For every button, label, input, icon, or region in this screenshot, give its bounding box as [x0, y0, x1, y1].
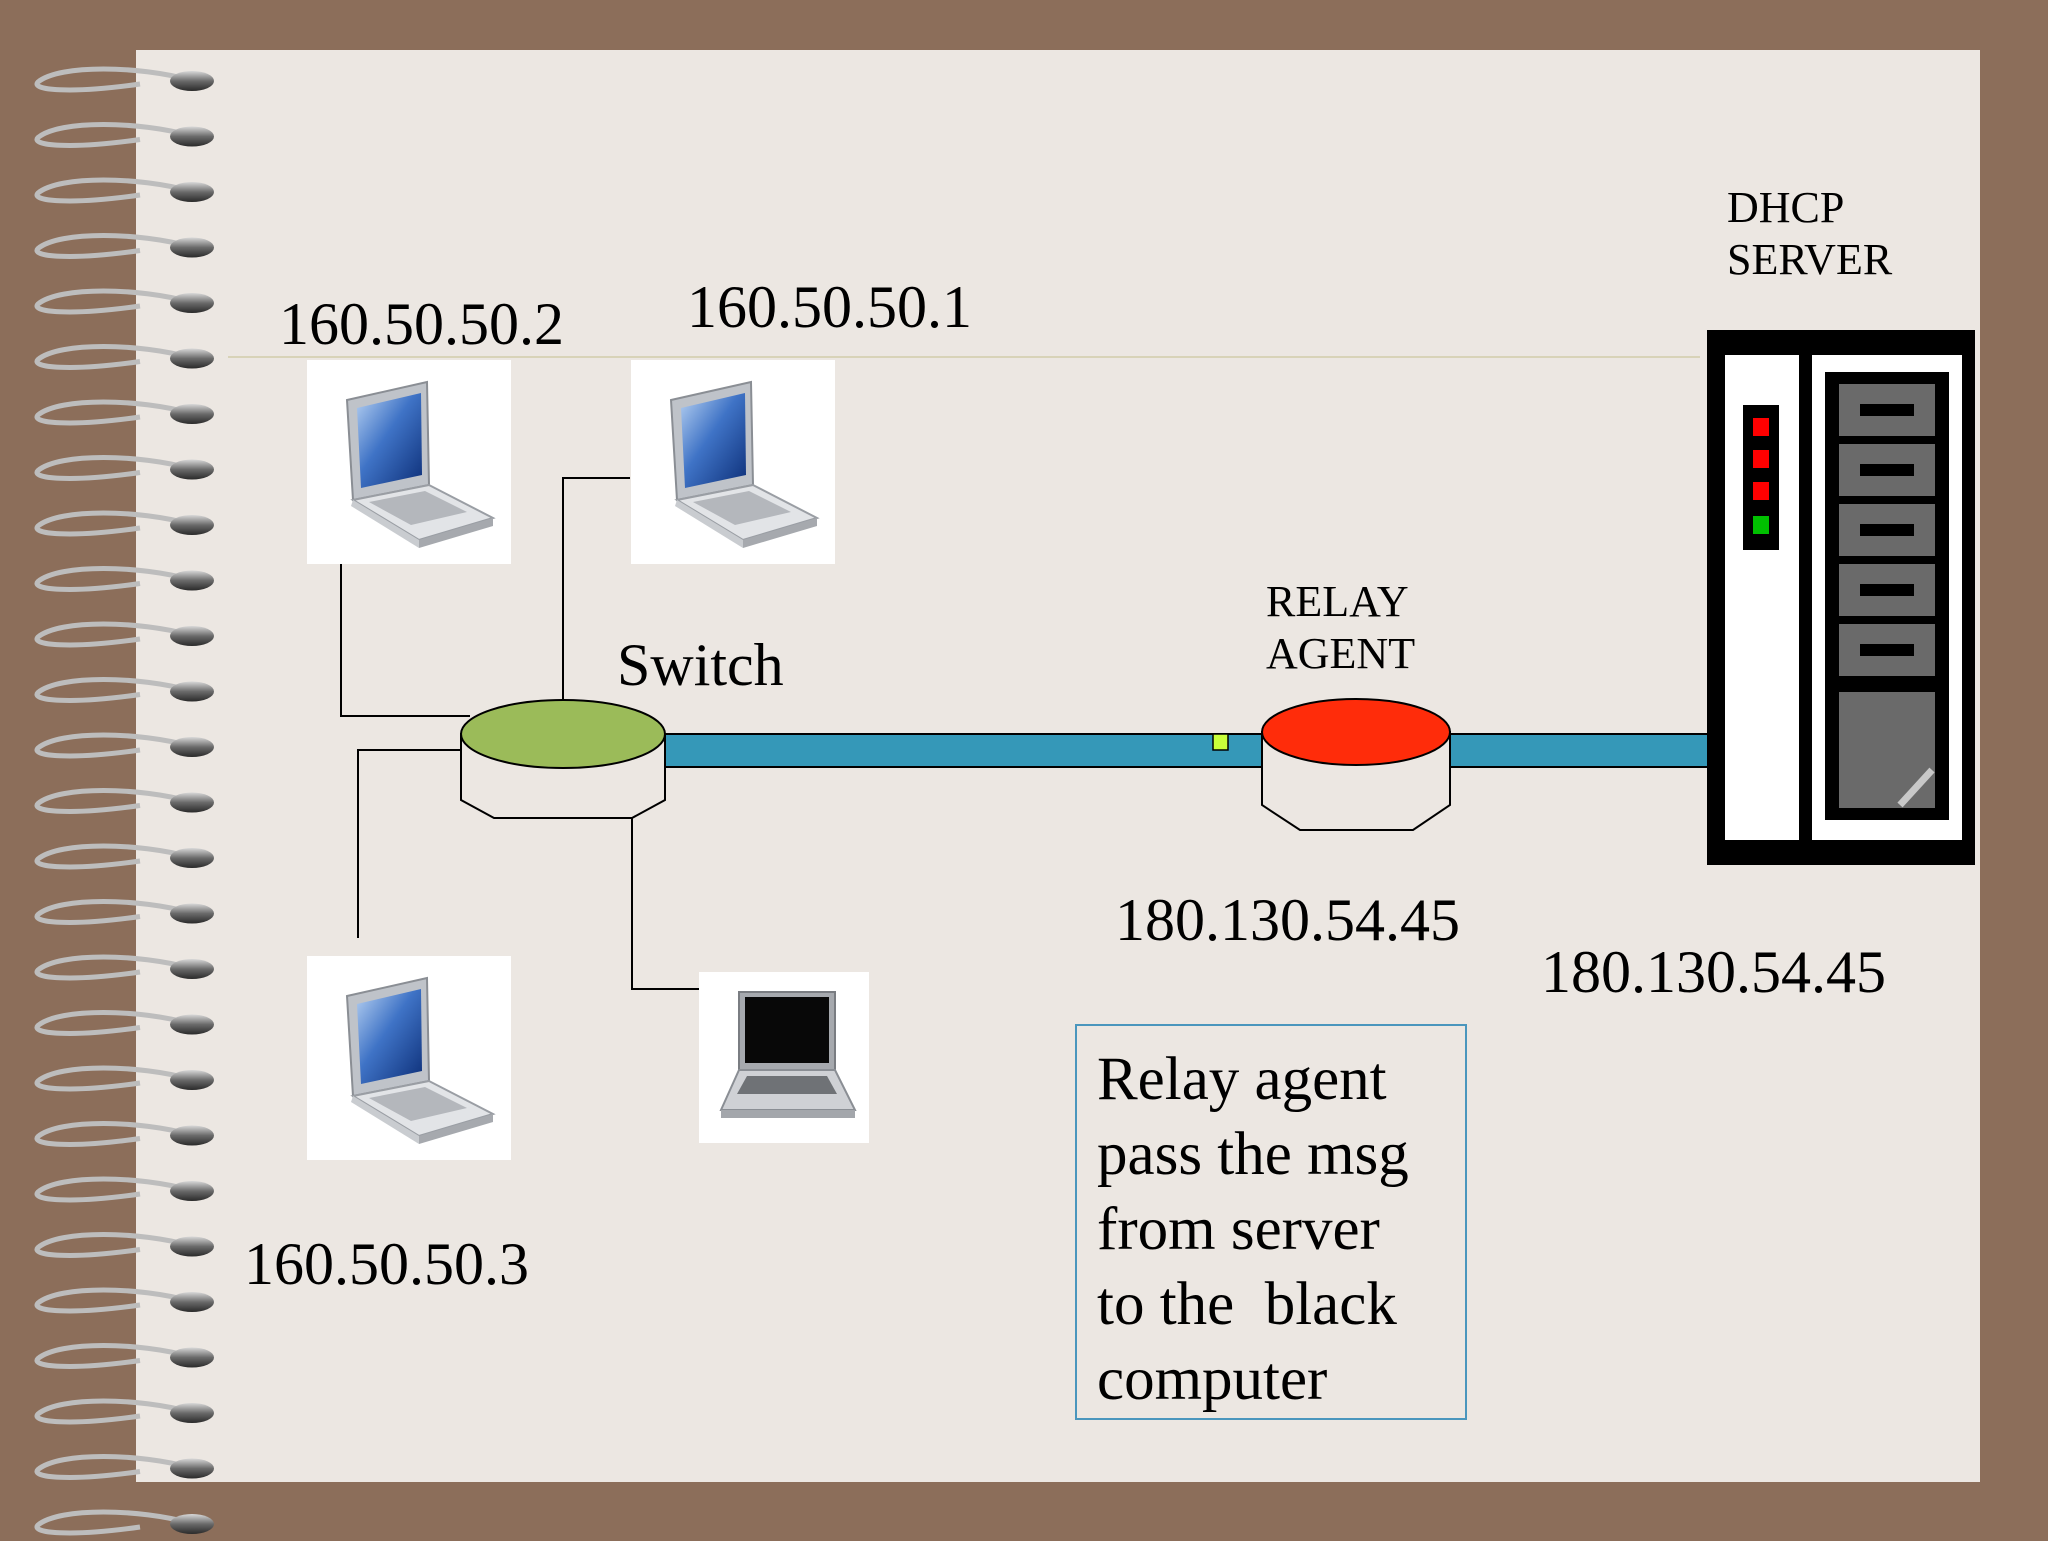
spiral-coil	[34, 1010, 191, 1036]
spiral-binding-icon	[34, 66, 214, 1536]
spiral-coil	[34, 233, 191, 259]
server-rack-icon	[1707, 330, 1975, 865]
spiral-hole	[170, 237, 214, 258]
spiral-coil	[34, 899, 191, 925]
spiral-coil	[34, 1232, 191, 1258]
connector-marker	[1212, 733, 1229, 751]
spiral-hole	[170, 1014, 214, 1035]
spiral-hole	[170, 1458, 214, 1479]
spiral-coil	[34, 1176, 191, 1203]
spiral-hole	[170, 570, 214, 591]
spiral-coil	[34, 66, 191, 93]
spiral-hole	[170, 681, 214, 702]
spiral-hole	[170, 737, 214, 757]
spiral-hole	[170, 1125, 214, 1146]
spiral-hole	[170, 1514, 214, 1534]
spiral-hole	[170, 1347, 214, 1368]
spiral-coil	[34, 677, 191, 703]
spiral-hole	[170, 515, 214, 535]
spiral-hole	[170, 1070, 214, 1090]
spiral-coil	[34, 788, 191, 814]
spiral-hole	[170, 404, 214, 424]
spiral-coil	[34, 954, 191, 981]
cable-black-laptop	[631, 765, 700, 990]
ip-label-pc2: 160.50.50.2	[279, 291, 564, 357]
spiral-hole	[170, 348, 214, 369]
spiral-coil	[34, 843, 191, 870]
spiral-hole	[170, 1181, 214, 1201]
cable-pc3	[357, 749, 470, 938]
ip-label-pc1: 160.50.50.1	[687, 274, 972, 340]
laptop-blue-screen-icon	[306, 359, 512, 565]
spiral-coil	[34, 177, 191, 204]
spiral-hole	[170, 626, 214, 646]
ip-label-relay: 180.130.54.45	[1115, 887, 1460, 953]
spiral-hole	[170, 1236, 214, 1257]
cable-lines	[340, 477, 700, 990]
spiral-coil	[34, 344, 191, 370]
ip-label-server: 180.130.54.45	[1541, 939, 1886, 1005]
spiral-hole	[170, 1403, 214, 1423]
spiral-hole	[170, 959, 214, 979]
network-link	[661, 733, 1713, 768]
spiral-hole	[170, 182, 214, 202]
laptop-black-screen-icon	[699, 972, 869, 1143]
spiral-coil	[34, 1121, 191, 1147]
spiral-coil	[34, 1065, 191, 1092]
cable-pc1	[562, 477, 630, 700]
spiral-coil	[34, 566, 191, 592]
spiral-hole	[170, 126, 214, 147]
spiral-coil	[34, 1398, 191, 1425]
spiral-hole	[170, 293, 214, 313]
spiral-coil	[34, 1509, 191, 1536]
spiral-coil	[34, 122, 191, 148]
spiral-hole	[170, 1292, 214, 1312]
switch-icon	[460, 699, 666, 819]
switch-label: Switch	[617, 632, 784, 698]
spiral-hole	[170, 792, 214, 813]
spiral-coil	[34, 732, 191, 759]
relay-agent-label: RELAY AGENT	[1266, 577, 1416, 678]
spiral-coil	[34, 455, 191, 481]
spiral-coil	[34, 1287, 191, 1314]
spiral-coil	[34, 621, 191, 648]
spiral-hole	[170, 459, 214, 480]
spiral-coil	[34, 1454, 191, 1480]
laptop-blue-screen-icon	[630, 359, 836, 565]
cable-pc2	[340, 546, 470, 717]
spiral-hole	[170, 848, 214, 868]
spiral-hole	[170, 71, 214, 91]
relay-agent-icon	[1261, 698, 1451, 831]
dhcp-server-label: DHCP SERVER	[1727, 183, 1893, 284]
spiral-coil	[34, 399, 191, 426]
spiral-coil	[34, 288, 191, 315]
note-box: Relay agent pass the msg from server to …	[1075, 1024, 1467, 1420]
ip-label-pc3: 160.50.50.3	[244, 1231, 529, 1297]
laptop-blue-screen-icon	[306, 955, 512, 1161]
spiral-coil	[34, 510, 191, 537]
spiral-hole	[170, 903, 214, 924]
spiral-coil	[34, 1343, 191, 1369]
